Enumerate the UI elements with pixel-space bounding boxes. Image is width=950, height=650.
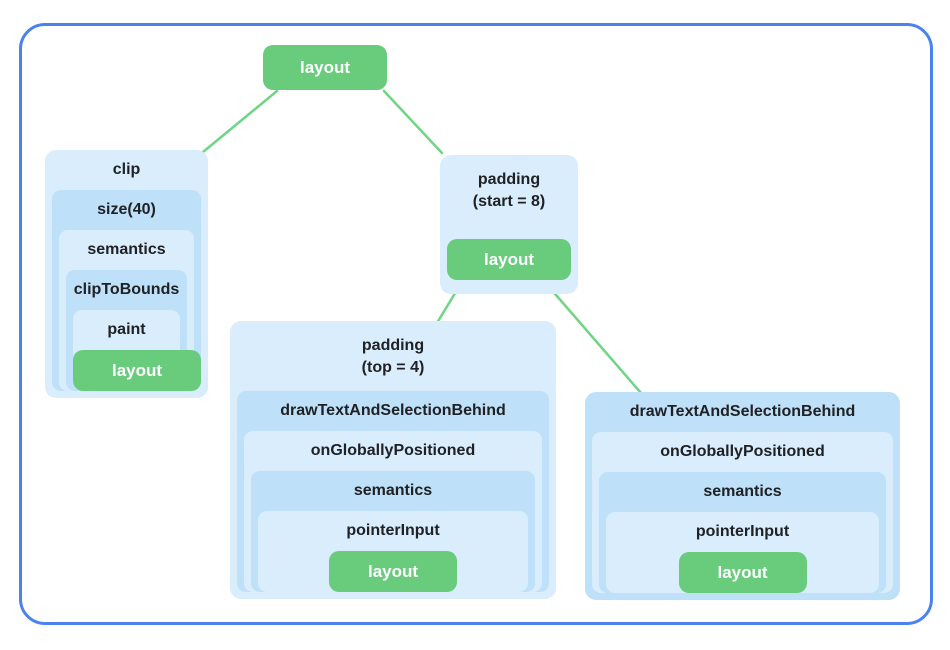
- padding-top-line1: padding: [361, 337, 425, 354]
- node-on-globally-positioned-label: onGloballyPositioned: [310, 442, 476, 459]
- node-paint-label: paint: [107, 321, 146, 338]
- node-clip-to-bounds: clipToBounds paint layout: [66, 270, 201, 391]
- node-on-globally-positioned: onGloballyPositioned semantics pointerIn…: [592, 432, 893, 593]
- node-size-40-label: size(40): [97, 201, 156, 218]
- node-draw-text-label: drawTextAndSelectionBehind: [629, 403, 856, 420]
- node-semantics: semantics pointerInput layout: [251, 471, 535, 592]
- node-semantics-label: semantics: [87, 241, 166, 258]
- padding-top-line2: (top = 4): [361, 359, 425, 376]
- padding-start-line1: padding: [477, 171, 541, 188]
- node-layout-leaf: layout: [329, 551, 457, 592]
- node-clip-label: clip: [112, 161, 141, 178]
- node-on-globally-positioned: onGloballyPositioned semantics pointerIn…: [244, 431, 542, 592]
- node-layout-leaf: layout: [447, 239, 571, 280]
- node-layout-leaf: layout: [678, 552, 807, 593]
- group-draw-text: drawTextAndSelectionBehind onGloballyPos…: [585, 392, 900, 600]
- node-paint: paint layout: [73, 310, 201, 391]
- node-pointer-input: pointerInput layout: [606, 512, 879, 593]
- node-semantics-label: semantics: [703, 483, 782, 500]
- node-pointer-input: pointerInput layout: [258, 511, 528, 592]
- node-on-globally-positioned-label: onGloballyPositioned: [660, 443, 825, 460]
- node-draw-text-label: drawTextAndSelectionBehind: [280, 402, 506, 419]
- group-padding-top: padding (top = 4) drawTextAndSelectionBe…: [230, 321, 556, 599]
- node-pointer-input-label: pointerInput: [346, 522, 440, 539]
- node-padding-start-label: padding (start = 8): [440, 155, 578, 225]
- node-padding-top-label: padding (top = 4): [230, 321, 556, 391]
- padding-start-line2: (start = 8): [472, 193, 546, 210]
- node-pointer-input-label: pointerInput: [695, 523, 790, 540]
- node-layout-root: layout: [263, 45, 387, 90]
- group-padding-start: padding (start = 8) layout: [440, 155, 578, 294]
- group-clip: clip size(40) semantics clipToBounds pai…: [45, 150, 208, 398]
- node-layout-leaf: layout: [73, 350, 201, 391]
- node-clip-to-bounds-label: clipToBounds: [73, 281, 180, 298]
- node-draw-text-and-selection-behind: drawTextAndSelectionBehind onGloballyPos…: [237, 391, 549, 592]
- node-semantics-label: semantics: [353, 482, 433, 499]
- node-size-40: size(40) semantics clipToBounds paint la…: [52, 190, 201, 391]
- node-semantics: semantics pointerInput layout: [599, 472, 886, 593]
- node-semantics: semantics clipToBounds paint layout: [59, 230, 201, 391]
